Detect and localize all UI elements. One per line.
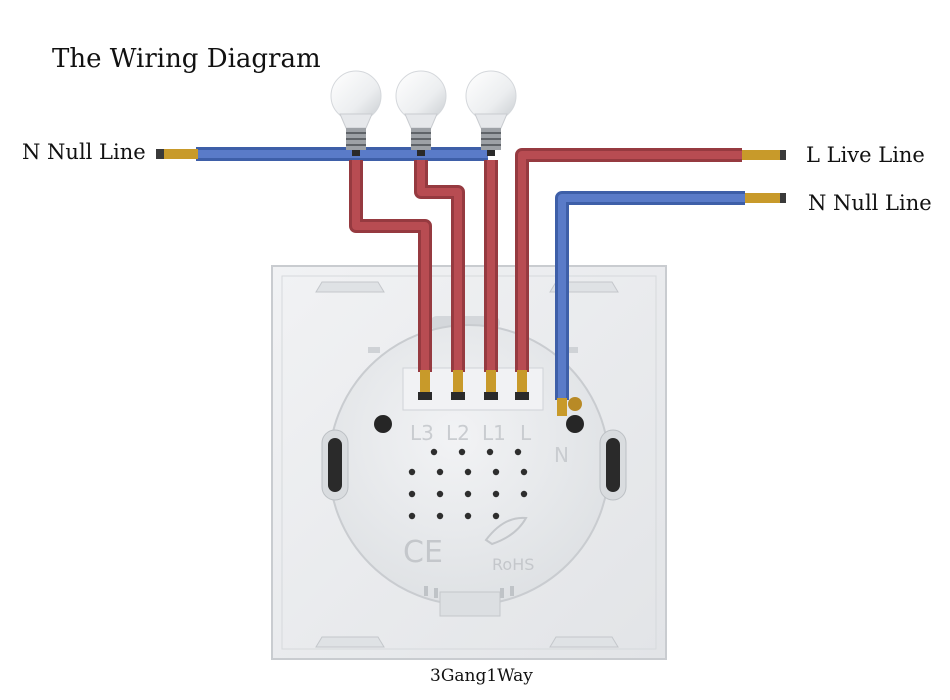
terminal-labels: L3 L2 L1 L N [410,421,569,467]
copper-tips [156,149,786,416]
ce-mark: CE [403,535,443,570]
rohs-mark: RoHS [492,555,534,574]
bulb-1 [330,70,382,156]
bulb-3 [465,70,517,156]
neutral-wires [196,147,745,400]
terminal-label-n: N [554,443,569,467]
label-n-null-line-right: N Null Line [808,191,932,215]
live-wires [349,148,742,372]
caption-3gang1way: 3Gang1Way [430,666,533,686]
leaf-icon [484,516,528,546]
label-n-null-line-left: N Null Line [22,140,146,164]
terminal-label-l2: L2 [446,421,470,445]
vent-dots [408,448,528,520]
terminal-label-l3: L3 [410,421,434,445]
terminal-label-l1: L1 [482,421,506,445]
terminal-label-l: L [520,421,532,445]
label-l-live-line-right: L Live Line [806,143,925,167]
diagram-title: The Wiring Diagram [52,44,321,74]
bulb-2 [395,70,447,156]
